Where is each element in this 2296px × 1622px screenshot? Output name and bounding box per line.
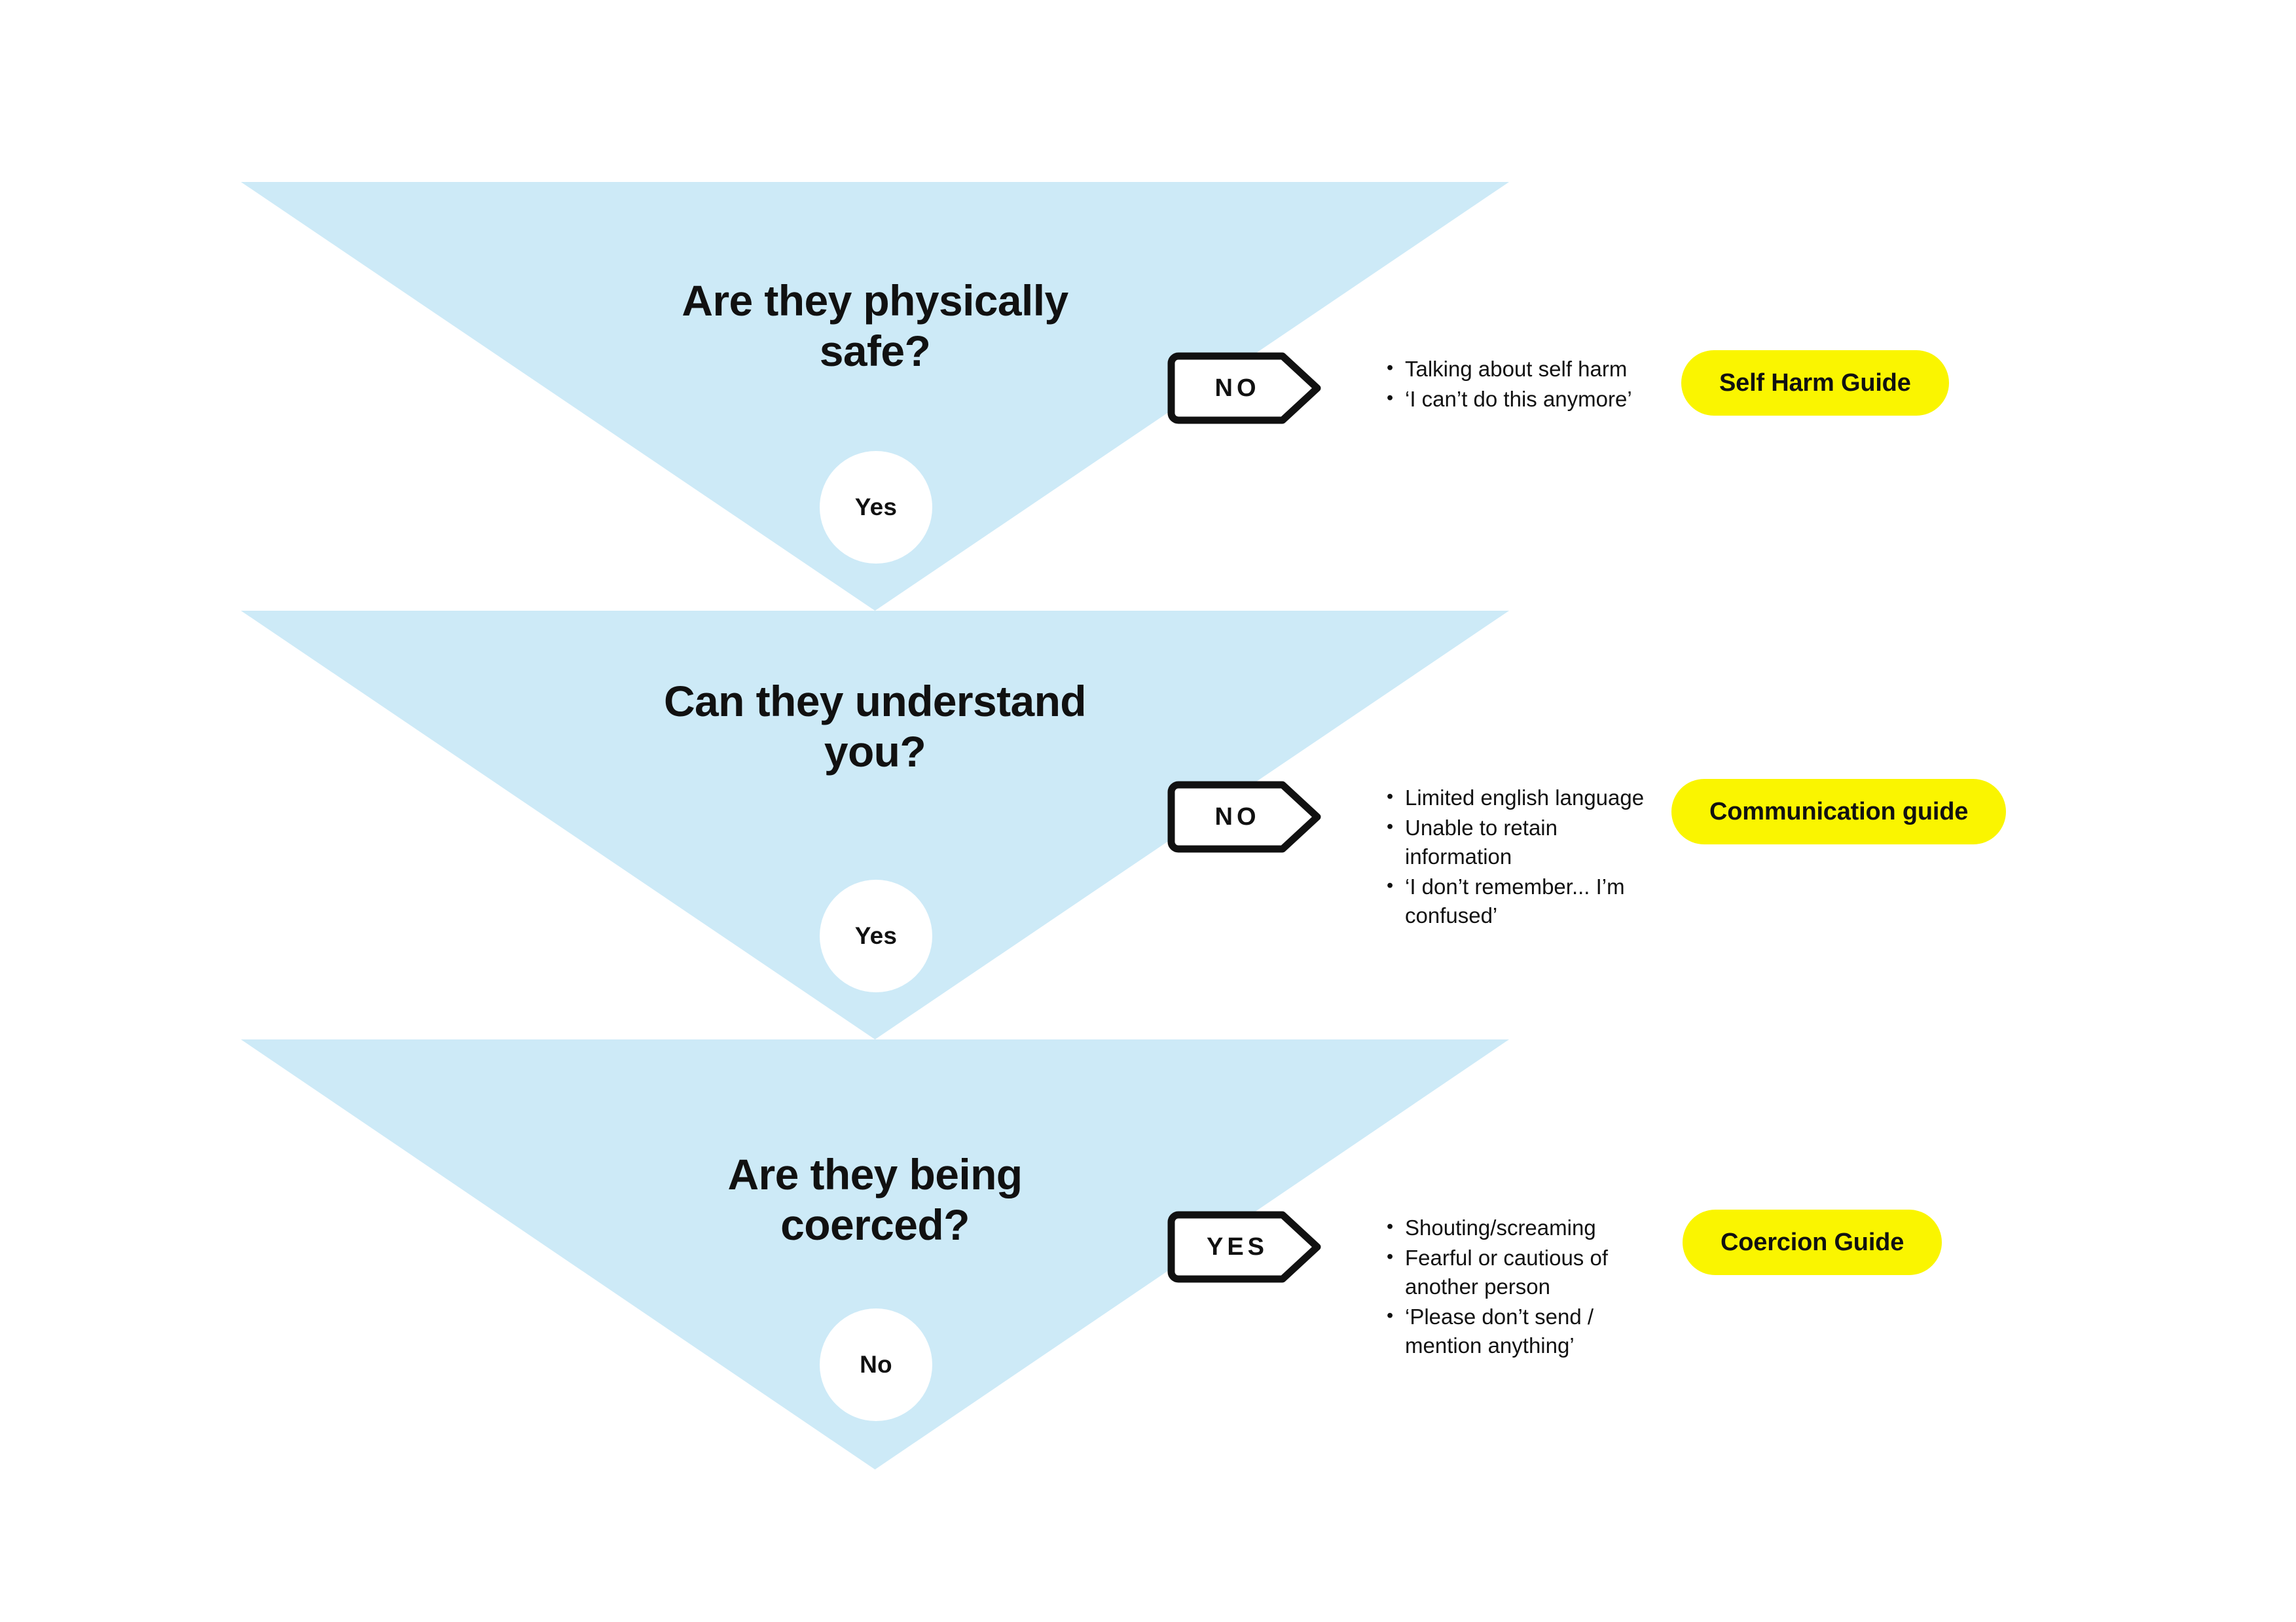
stage-branch: NO Limited english language Unable to re…	[1167, 779, 2007, 931]
branch-signal-list: Limited english language Unable to retai…	[1385, 783, 1647, 931]
funnel-stage-coercion: Are they being coerced? No YES Shouting/…	[0, 1039, 2296, 1469]
stage-continue-answer-circle: Yes	[820, 880, 932, 992]
stage-branch: NO Talking about self harm ‘I can’t do t…	[1167, 350, 1949, 424]
list-item: ‘I can’t do this anymore’	[1385, 384, 1647, 414]
branch-signal-list: Shouting/screaming Fearful or cautious o…	[1385, 1213, 1647, 1361]
list-item: ‘Please don’t send / mention anything’	[1385, 1302, 1647, 1360]
stage-continue-answer-label: No	[860, 1351, 892, 1378]
stage-question-heading: Are they physically safe?	[682, 276, 1068, 375]
list-item: Fearful or cautious of another person	[1385, 1243, 1647, 1301]
branch-answer-tag[interactable]: YES	[1167, 1211, 1321, 1283]
stage-continue-answer-label: Yes	[854, 494, 898, 520]
stage-branch: YES Shouting/screaming Fearful or cautio…	[1167, 1210, 1942, 1361]
pennant-arrow-icon	[1167, 781, 1321, 853]
stage-continue-answer-circle: Yes	[820, 451, 932, 564]
list-item: ‘I don’t remember... I’m confused’	[1385, 872, 1647, 930]
stage-question-heading: Are they being coerced?	[727, 1150, 1023, 1249]
funnel-stage-understanding: Can they understand you? Yes NO Limited …	[0, 611, 2296, 1039]
stage-continue-answer-circle: No	[820, 1308, 932, 1421]
list-item: Talking about self harm	[1385, 354, 1647, 384]
branch-answer-label: NO	[1214, 802, 1260, 831]
branch-answer-tag[interactable]: NO	[1167, 781, 1321, 853]
guide-pill-button[interactable]: Communication guide	[1671, 779, 2007, 844]
branch-answer-label: YES	[1206, 1233, 1269, 1261]
branch-signal-list: Talking about self harm ‘I can’t do this…	[1385, 354, 1647, 415]
list-item: Unable to retain information	[1385, 813, 1647, 871]
branch-answer-tag[interactable]: NO	[1167, 352, 1321, 424]
guide-pill-button[interactable]: Self Harm Guide	[1681, 350, 1949, 416]
funnel-stage-physical-safety: Are they physically safe? Yes NO Talking…	[0, 182, 2296, 611]
pennant-arrow-icon	[1167, 352, 1321, 424]
stage-question-heading: Can they understand you?	[663, 677, 1087, 776]
guide-pill-button[interactable]: Coercion Guide	[1683, 1210, 1942, 1275]
branch-answer-label: NO	[1214, 374, 1260, 402]
stage-continue-answer-label: Yes	[854, 922, 898, 949]
pennant-arrow-icon	[1167, 1211, 1321, 1283]
list-item: Limited english language	[1385, 783, 1647, 812]
list-item: Shouting/screaming	[1385, 1213, 1647, 1242]
